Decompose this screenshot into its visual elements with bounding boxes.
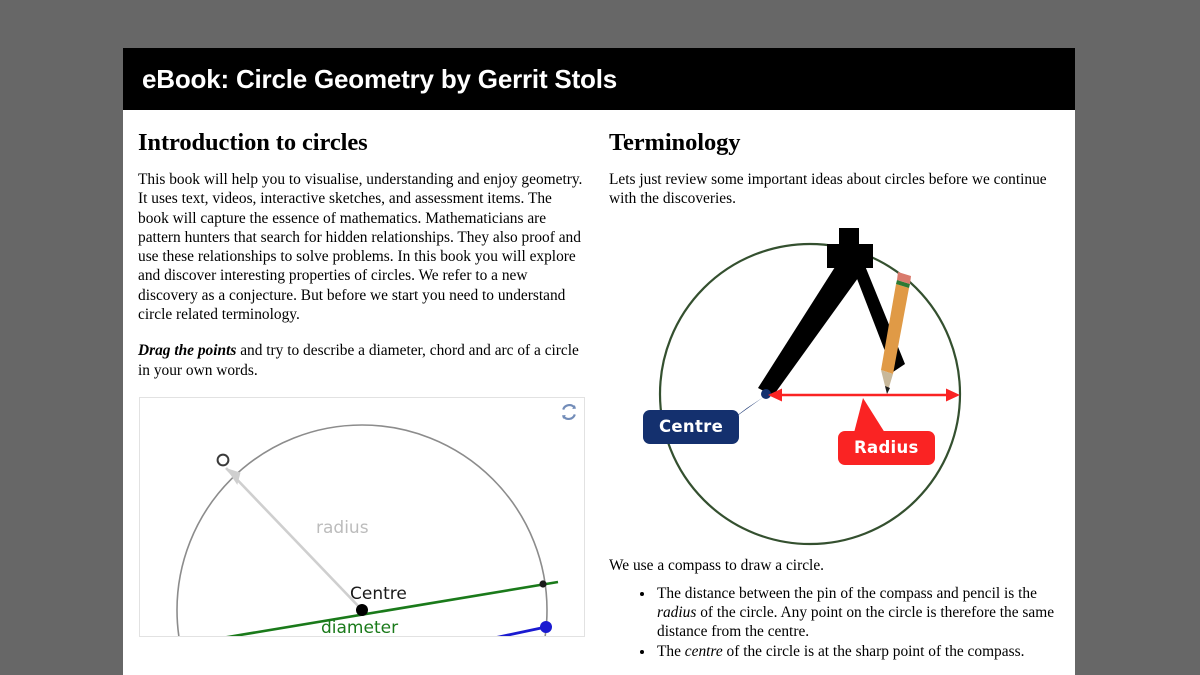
bullet-2-italic: centre	[684, 642, 723, 660]
page-header: eBook: Circle Geometry by Gerrit Stols	[123, 48, 1075, 110]
drag-points-rest: and try to describe a diameter, chord an…	[138, 342, 579, 379]
applet-centre-label: Centre	[350, 583, 407, 604]
compass-pencil	[881, 271, 911, 394]
applet-diameter-label: diameter	[321, 617, 399, 637]
bullet-2-part2: of the circle is at the sharp point of t…	[722, 642, 1025, 660]
geometry-applet[interactable]: Centre radius diameter	[139, 396, 585, 637]
drawn-circle	[658, 242, 962, 545]
centre-callout: Centre	[643, 409, 740, 444]
applet-diameter-endpoint[interactable]	[539, 580, 547, 588]
applet-chord-endpoint[interactable]	[540, 620, 552, 633]
radius-arrowhead-left	[768, 388, 782, 402]
applet-point-on-circle[interactable]	[216, 453, 230, 467]
terminology-paragraph: Lets just review some important ideas ab…	[609, 171, 1047, 208]
bullet-1-part2: of the circle. Any point on the circle i…	[657, 604, 1055, 641]
pencil-wood-tip	[881, 369, 893, 394]
compass-bullet-list: The distance between the pin of the comp…	[609, 584, 1061, 661]
radius-callout: Radius	[838, 430, 935, 465]
intro-heading: Introduction to circles	[138, 129, 368, 156]
terminology-heading: Terminology	[609, 129, 741, 156]
intro-paragraph: This book will help you to visualise, un…	[138, 171, 583, 324]
drag-points-paragraph: Drag the points and try to describe a di…	[138, 341, 585, 380]
bullet-2-part1: The	[657, 642, 685, 660]
applet-radius-label: radius	[316, 517, 369, 538]
radius-arrowhead-right	[946, 388, 960, 402]
compass-handle	[839, 227, 859, 248]
refresh-icon[interactable]	[559, 402, 579, 422]
list-item: The centre of the circle is at the sharp…	[655, 642, 1061, 661]
compass-figure: Centre Radius	[605, 226, 1045, 556]
applet-chord-line[interactable]	[390, 625, 547, 637]
list-item: The distance between the pin of the comp…	[655, 584, 1061, 642]
bullet-1-italic: radius	[657, 604, 697, 622]
compass-left-leg	[758, 255, 871, 396]
pencil-graphite	[885, 385, 890, 394]
pencil-eraser	[897, 271, 911, 284]
content-columns: Introduction to circles This book will h…	[123, 110, 1075, 675]
applet-centre-point[interactable]	[356, 603, 368, 616]
pencil-ferrule	[896, 279, 910, 288]
compass-pin-point	[761, 388, 771, 399]
applet-radius-segment[interactable]	[225, 467, 363, 611]
compass-illustration	[658, 227, 962, 545]
right-column: Terminology Lets just review some import…	[599, 110, 1075, 675]
drag-points-emphasis: Drag the points	[138, 342, 237, 360]
page-title: eBook: Circle Geometry by Gerrit Stols	[142, 63, 617, 94]
left-column: Introduction to circles This book will h…	[123, 110, 599, 675]
page-container: eBook: Circle Geometry by Gerrit Stols I…	[123, 48, 1075, 675]
applet-radius-arrowhead	[226, 467, 241, 485]
applet-sketch[interactable]	[140, 398, 585, 637]
applet-circle[interactable]	[176, 424, 548, 637]
compass-paragraph: We use a compass to draw a circle.	[609, 556, 824, 574]
pencil-body	[881, 283, 909, 374]
bullet-1-part1: The distance between the pin of the comp…	[657, 584, 1037, 602]
